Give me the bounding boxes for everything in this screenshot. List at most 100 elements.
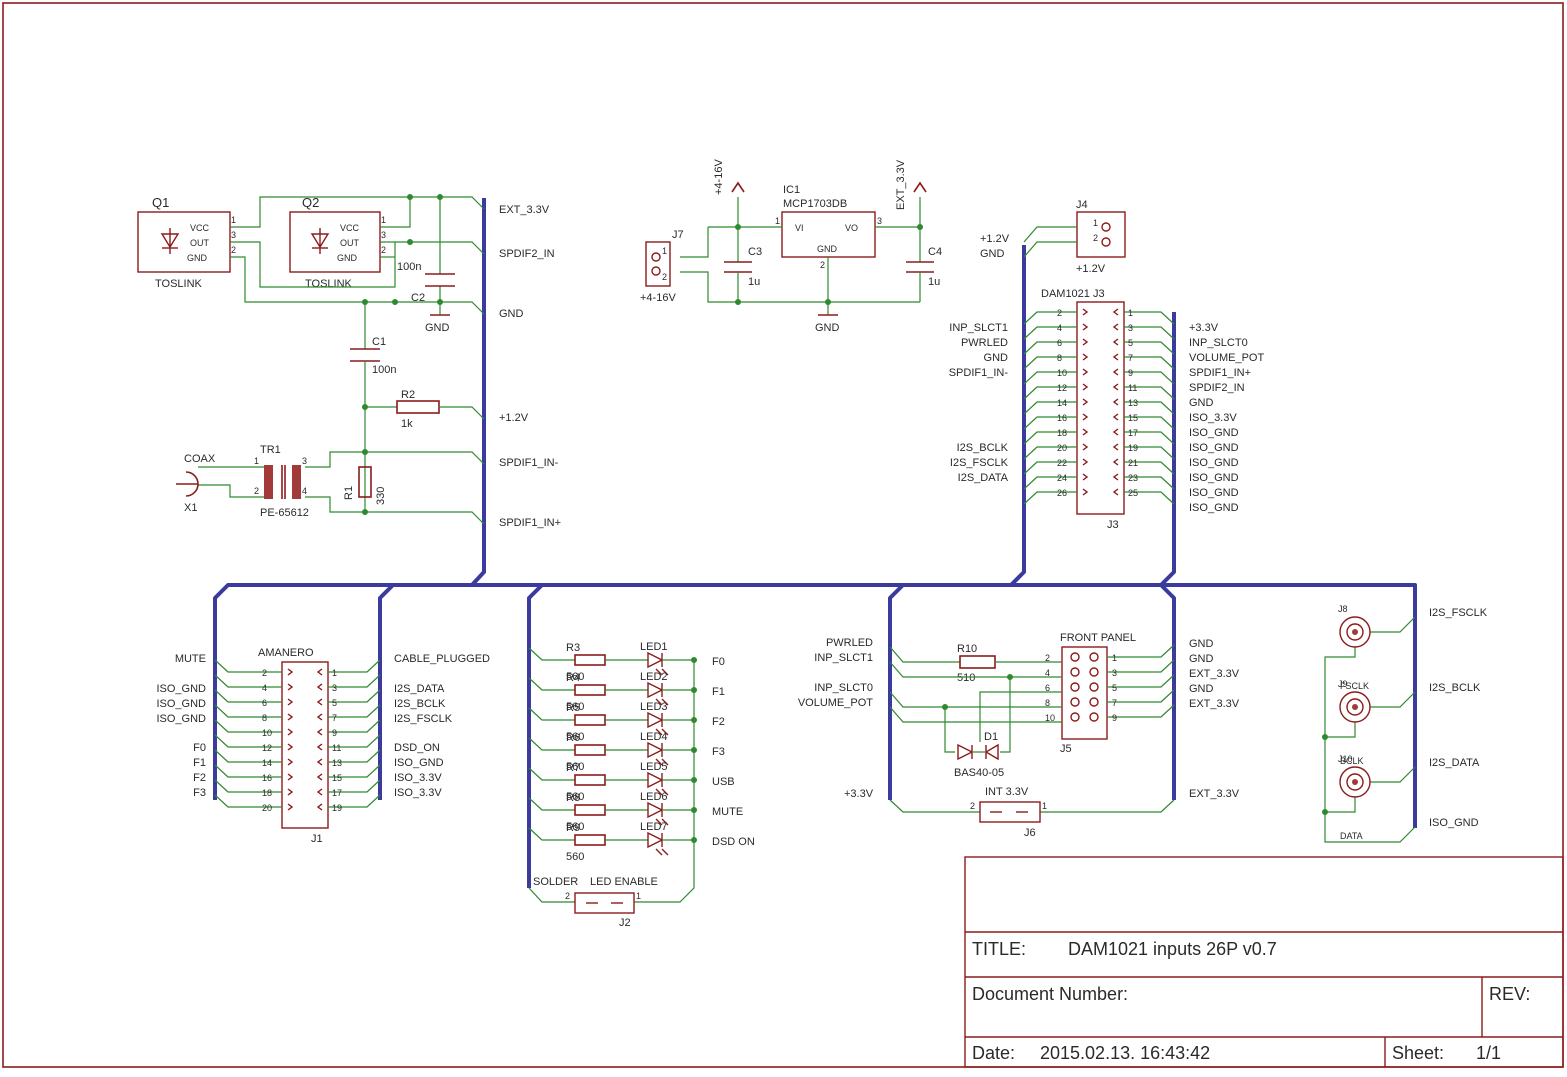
led-icon [647,741,664,759]
j1-pin-number: 15 [332,773,342,783]
svg-text:BAS40-05: BAS40-05 [954,767,1004,779]
svg-text:INT 3.3V: INT 3.3V [985,786,1029,798]
svg-text:+1.2V: +1.2V [1076,263,1106,275]
j3-pin-wire-right [1124,356,1175,370]
transformer-core-right [292,465,301,499]
resistor-value: 560 [566,821,584,833]
j3-pin-number: 26 [1057,488,1067,498]
svg-text:GND: GND [980,248,1005,260]
j1-net-label: DSD_ON [394,742,440,754]
j1-net-label: F3 [193,787,206,799]
j3-pin-wire-right [1124,341,1175,355]
svg-text:+4-16V: +4-16V [640,292,676,304]
resistor-icon [574,774,606,786]
j3-net-label: VOLUME_POT [1189,352,1264,364]
svg-text:2: 2 [231,245,236,255]
j1-pin-wire-right [328,794,381,808]
led-net-label: F2 [712,716,725,728]
led-wire [528,677,575,691]
j5-net-label: INP_SLCT0 [814,682,873,694]
j1-net-label: CABLE_PLUGGED [394,653,490,665]
svg-text:C2: C2 [411,292,425,304]
svg-text:1: 1 [636,891,641,901]
j1-net-label: MUTE [175,653,206,665]
resistor-name: R6 [566,732,580,744]
resistor-name: R8 [566,792,580,804]
svg-text:2: 2 [1093,233,1098,243]
resistor-name: R7 [566,762,580,774]
svg-text:1: 1 [662,246,667,256]
svg-text:OUT: OUT [340,238,360,248]
j5-pin [1089,652,1099,662]
j3-net-label: SPDIF1_IN- [949,367,1009,379]
j3-net-label: ISO_GND [1189,502,1239,514]
j4-connector: J4 1 2 +1.2V +1.2V GND [980,199,1126,275]
j1-pin-number: 11 [332,743,341,753]
svg-text:DAM1021 J3: DAM1021 J3 [1041,288,1105,300]
j1-net-label: ISO_GND [156,713,206,725]
j1-pin-wire-right [328,719,381,733]
led-net-label: F3 [712,746,725,758]
sheet-value: 1/1 [1476,1043,1501,1063]
svg-text:SPDIF2_IN: SPDIF2_IN [499,248,555,260]
j3-pin-wire-left [1023,371,1077,385]
led-icon [647,711,664,729]
svg-text:EXT_3.3V: EXT_3.3V [1189,788,1240,800]
svg-text:2: 2 [565,891,570,901]
title-label: TITLE: [972,939,1026,959]
j3-pin-number: 7 [1128,353,1133,363]
j3-pin-number: 3 [1128,323,1133,333]
j3-pin-wire-left [1023,326,1077,340]
j3-net-label: ISO_GND [1189,442,1239,454]
j5-pin-wire-right [1107,704,1175,718]
j5-net-label: VOLUME_POT [798,697,873,709]
resistor-value: 560 [566,761,584,773]
light-rays-icon [655,698,669,706]
svg-text:J3: J3 [1107,519,1119,531]
svg-text:1: 1 [231,215,236,225]
resistor-value: 560 [566,791,584,803]
j3-pin-number: 25 [1128,488,1138,498]
j3-pin-wire-left [1023,356,1077,370]
j1-net-label: ISO_GND [156,698,206,710]
svg-text:R10: R10 [957,643,977,655]
diode-icon [957,743,974,761]
led-net-label: MUTE [712,806,743,818]
title-block: TITLE: DAM1021 inputs 26P v0.7 Document … [964,856,1564,1068]
resistor-icon [574,654,606,666]
led-net-label: F0 [712,656,725,668]
svg-text:Q1: Q1 [152,195,169,210]
j3-pin-number: 15 [1128,413,1138,423]
led-name: LED1 [640,641,668,653]
svg-text:2: 2 [820,260,825,270]
toslink-q2: Q2 TOSLINK VCC OUT GND 1 3 2 [289,195,386,290]
light-rays-icon [655,818,669,826]
resistor-icon [574,684,606,696]
i2s-coax-section: J8FSCLKJ9BCLKJ10DATAI2S_FSCLKI2S_BCLKI2S… [1322,604,1488,843]
svg-text:+3.3V: +3.3V [844,788,874,800]
resistor-icon [574,804,606,816]
j5-pin-number: 8 [1045,698,1050,708]
diode-icon [984,743,999,761]
j3-pin-wire-right [1124,476,1175,490]
svg-text:510: 510 [957,672,975,684]
j1-net-label: F1 [193,757,206,769]
j3-net-label: I2S_BCLK [957,442,1009,454]
j5-pin [1089,712,1099,722]
j1-net-label: I2S_FSCLK [394,713,453,725]
svg-text:R2: R2 [401,389,415,401]
j1-pin-wire-right [328,659,381,673]
svg-text:IC1: IC1 [783,184,800,196]
svg-text:C4: C4 [928,246,942,258]
j5-pin [1070,652,1080,662]
svg-text:SOLDER: SOLDER [533,876,578,888]
svg-text:2: 2 [254,486,259,496]
coax-jack-icon [1339,766,1371,798]
sheet-label: Sheet: [1392,1043,1444,1063]
j3-net-label: I2S_FSCLK [950,457,1009,469]
j3-net-label: SPDIF2_IN [1189,382,1245,394]
j3-pin-number: 14 [1057,398,1067,408]
svg-text:J1: J1 [311,833,323,845]
